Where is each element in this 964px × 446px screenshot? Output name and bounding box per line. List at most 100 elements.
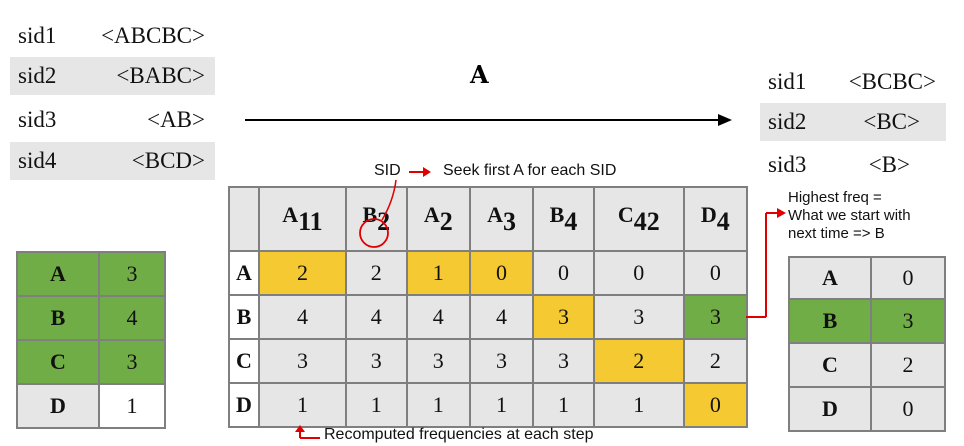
recomputed-note: Recomputed frequencies at each step [324, 426, 594, 443]
row-label: A [228, 250, 260, 296]
matrix-cell: 2 [592, 338, 685, 384]
seek-annotation-text: Seek first A for each SID [443, 162, 617, 179]
sid-label: sid1 [768, 69, 807, 94]
next-frequency-table: A 0 B 3 C 2 D 0 [788, 256, 946, 432]
matrix-header-row: A11 B2 A2 A3 B4 C42 D4 [228, 186, 749, 252]
red-arrow-icon [409, 167, 431, 177]
matrix-cell: 1 [405, 382, 471, 428]
matrix-cell: 1 [532, 382, 595, 428]
sequence-value: <BCD> [131, 148, 205, 173]
return-arrow-icon [295, 425, 320, 439]
matrix-cell: 3 [258, 338, 347, 384]
sequence-value: <BCBC> [848, 69, 936, 94]
sequence-value: <BC> [863, 109, 920, 134]
arrow-label: A [470, 60, 489, 89]
sequence-value: <ABCBC> [101, 23, 205, 48]
table-row: B 4 [16, 295, 166, 341]
sequence-row: sid3 <B> [760, 146, 946, 184]
item-label: C [788, 342, 872, 388]
matrix-cell: 4 [468, 294, 535, 340]
matrix-cell: 0 [682, 250, 749, 296]
matrix-cell: 0 [468, 250, 535, 296]
frequency-value: 4 [98, 295, 166, 341]
matrix-cell: 3 [405, 338, 471, 384]
frequency-value: 3 [870, 298, 946, 344]
sid-annotation-label: SID [374, 162, 401, 179]
table-row: C 3 [16, 339, 166, 385]
matrix-cell: 0 [532, 250, 595, 296]
matrix-cell: 3 [468, 338, 535, 384]
item-label: A [16, 251, 100, 297]
transition-arrow [245, 114, 732, 126]
column-header: A3 [468, 186, 535, 252]
matrix-cell: 1 [258, 382, 347, 428]
row-label: C [228, 338, 260, 384]
item-label: B [16, 295, 100, 341]
column-header: A11 [258, 186, 347, 252]
matrix-cell: 1 [344, 382, 408, 428]
column-header: B4 [532, 186, 595, 252]
matrix-cell: 2 [682, 338, 749, 384]
sequence-value: <AB> [147, 107, 205, 132]
matrix-cell: 3 [682, 294, 749, 340]
matrix-row: C 3 3 3 3 3 2 2 [228, 338, 749, 384]
matrix-cell: 3 [344, 338, 408, 384]
corner-cell [228, 186, 260, 252]
matrix-row: A 2 2 1 0 0 0 0 [228, 250, 749, 296]
frequency-value: 0 [870, 256, 946, 300]
matrix-cell: 2 [344, 250, 408, 296]
item-label: C [16, 339, 100, 385]
matrix-cell: 0 [682, 382, 749, 428]
sequence-row: sid2 <BABC> [10, 57, 215, 95]
matrix-cell: 1 [592, 382, 685, 428]
item-label: D [788, 386, 872, 432]
sequence-value: <B> [868, 152, 910, 177]
matrix-cell: 2 [258, 250, 347, 296]
highest-frequency-note: Highest freq = What we start with next t… [788, 189, 911, 243]
matrix-cell: 4 [258, 294, 347, 340]
frequency-matrix: A11 B2 A2 A3 B4 C42 D4 A 2 2 1 0 0 0 0 B… [228, 186, 749, 428]
initial-frequency-table: A 3 B 4 C 3 D 1 [16, 251, 166, 429]
frequency-value: 2 [870, 342, 946, 388]
table-row: D 1 [16, 383, 166, 429]
matrix-cell: 3 [532, 338, 595, 384]
table-row: C 2 [788, 342, 946, 388]
sid-label: sid3 [18, 107, 57, 132]
sid-label: sid2 [768, 109, 807, 134]
frequency-value: 3 [98, 339, 166, 385]
sequence-row: sid1 <BCBC> [760, 63, 946, 101]
sid-label: sid3 [768, 152, 807, 177]
matrix-cell: 1 [405, 250, 471, 296]
row-label: D [228, 382, 260, 428]
sid-highlight-circle [359, 179, 397, 248]
table-row: A 3 [16, 251, 166, 297]
sid-label: sid4 [18, 148, 57, 173]
matrix-cell: 3 [532, 294, 595, 340]
frequency-value: 1 [98, 383, 166, 429]
column-header: D4 [682, 186, 749, 252]
item-label: B [788, 298, 872, 344]
sid-label: sid2 [18, 63, 57, 88]
matrix-cell: 4 [344, 294, 408, 340]
sequence-row: sid2 <BC> [760, 103, 946, 141]
matrix-cell: 3 [592, 294, 685, 340]
sid-label: sid1 [18, 23, 57, 48]
bracket-arrow-icon [746, 208, 786, 318]
item-label: A [788, 256, 872, 300]
note-line: What we start with [788, 207, 911, 224]
sequence-row: sid3 <AB> [10, 101, 215, 139]
note-line: next time => B [788, 225, 885, 242]
row-label: B [228, 294, 260, 340]
column-header: C42 [592, 186, 685, 252]
matrix-cell: 0 [592, 250, 685, 296]
table-row: A 0 [788, 256, 946, 300]
sequence-row: sid4 <BCD> [10, 142, 215, 180]
matrix-row: B 4 4 4 4 3 3 3 [228, 294, 749, 340]
table-row: B 3 [788, 298, 946, 344]
item-label: D [16, 383, 100, 429]
matrix-cell: 4 [405, 294, 471, 340]
column-header: A2 [405, 186, 471, 252]
note-line: Highest freq = [788, 189, 882, 206]
frequency-value: 3 [98, 251, 166, 297]
sequence-value: <BABC> [116, 63, 205, 88]
